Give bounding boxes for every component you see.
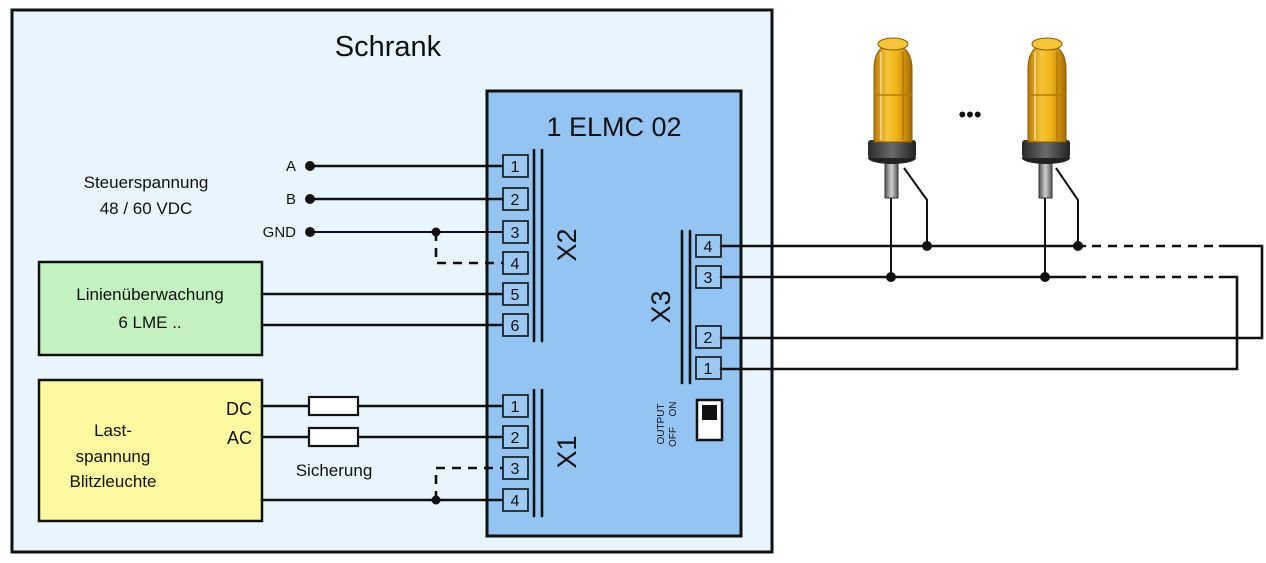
elmc-module: [485, 89, 743, 538]
flashing-beacon-icon: [1022, 37, 1079, 277]
fuse-label: Sicherung: [296, 461, 373, 480]
svg-text:2: 2: [704, 330, 713, 347]
svg-text:1: 1: [511, 399, 520, 416]
x1-pin-2: [502, 425, 529, 449]
switch-output-label: OUTPUT: [656, 403, 667, 444]
svg-text:4: 4: [704, 239, 713, 256]
control-wires: [305, 161, 505, 265]
x1-pin-4: [502, 488, 529, 512]
load-supply-line1: Last-: [94, 421, 132, 440]
svg-text:4: 4: [511, 256, 520, 273]
switch-off-label: OFF: [668, 427, 679, 447]
more-lamps-ellipsis: •••: [958, 102, 981, 127]
load-supply-box: [37, 378, 264, 523]
module-title: 1 ELMC 02: [546, 112, 681, 142]
x2-pin-4: [502, 251, 529, 275]
switch-on-label: ON: [668, 402, 679, 417]
x2-pin-1: [502, 154, 529, 178]
signal-label-b: B: [286, 191, 296, 208]
svg-text:3: 3: [511, 225, 520, 242]
svg-text:2: 2: [511, 192, 520, 209]
connector-x2: 1 2 3 4 5 6 X2: [502, 148, 582, 343]
signal-label-a: A: [286, 158, 296, 175]
x2-pin-6: [502, 313, 529, 337]
fuse-dc: [307, 395, 360, 417]
x3-label: X3: [646, 290, 676, 323]
connector-x3: 4 3 2 1 X3: [646, 229, 722, 385]
load-supply-line2: spannung: [76, 447, 151, 466]
connector-x1: 1 2 3 4 X1: [502, 388, 582, 518]
cabinet-title: Schrank: [335, 31, 442, 63]
signal-label-gnd: GND: [263, 224, 297, 241]
load-wires: [260, 404, 505, 505]
svg-text:2: 2: [511, 430, 520, 447]
x1-pin-3: [502, 456, 529, 480]
svg-text:3: 3: [511, 461, 520, 478]
svg-text:6: 6: [511, 318, 520, 335]
line-monitor-line2: 6 LME ..: [118, 313, 181, 332]
svg-text:3: 3: [704, 270, 713, 287]
load-supply-line3: Blitzleuchte: [70, 472, 157, 491]
x1-pin-1: [502, 394, 529, 418]
x2-label: X2: [552, 228, 582, 261]
external-wires: [719, 241, 1264, 371]
control-voltage-line1: Steuerspannung: [84, 173, 209, 192]
x2-pin-5: [502, 282, 529, 306]
x2-pin-3: [502, 220, 529, 244]
x1-label: X1: [552, 435, 582, 468]
line-monitor-line1: Linienüberwachung: [76, 285, 223, 304]
load-supply-dc-label: DC: [226, 399, 252, 419]
svg-text:4: 4: [511, 493, 520, 510]
svg-text:1: 1: [704, 361, 713, 378]
fuse-ac: [307, 426, 360, 448]
output-switch[interactable]: OUTPUT OFF ON: [656, 398, 724, 447]
control-voltage-line2: 48 / 60 VDC: [100, 199, 193, 218]
svg-text:5: 5: [511, 287, 520, 304]
svg-text:1: 1: [511, 159, 520, 176]
line-monitor-box: [37, 260, 264, 357]
load-supply-ac-label: AC: [227, 428, 252, 448]
flashing-beacon-icon: [868, 37, 928, 277]
x2-pin-2: [502, 187, 529, 211]
